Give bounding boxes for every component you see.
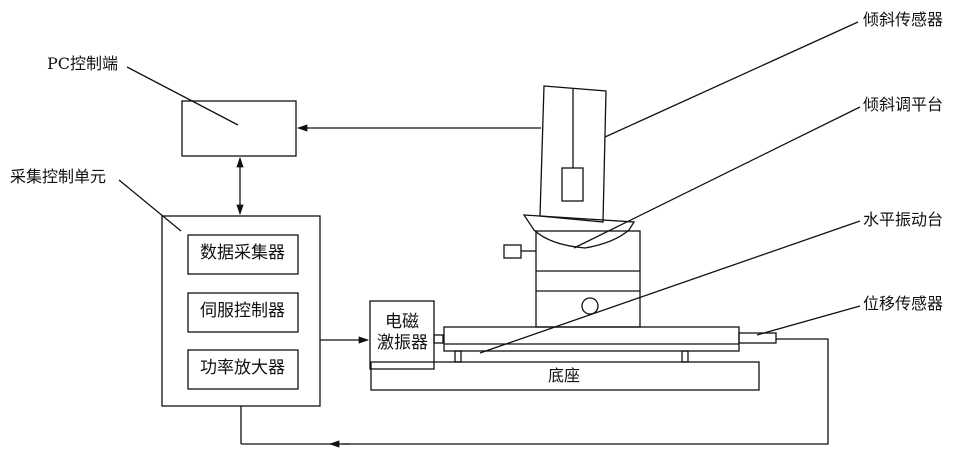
base-block (370, 361, 760, 391)
support-right (681, 350, 689, 363)
feedback-line (342, 338, 829, 445)
tilt-sensor-mass (561, 167, 584, 202)
servo-box (187, 292, 299, 333)
body-knob (581, 297, 599, 315)
tilt-platform-shape (522, 214, 636, 249)
displacement-leader (756, 305, 861, 336)
horizontal-table-leader (479, 220, 861, 354)
side-connector (503, 244, 522, 259)
base-label: 底座 (548, 366, 581, 385)
exciter-label-line2: 激振器 (377, 333, 428, 353)
tilt-platform-leader (573, 106, 861, 249)
exciter-rod (433, 334, 444, 344)
pc-leader (126, 66, 239, 126)
horizontal-table-label: 水平振动台 (863, 210, 944, 229)
data-collector-box (187, 234, 299, 275)
data-collector-label: 数据采集器 (200, 243, 285, 263)
pc-label: PC控制端 (47, 54, 119, 73)
exciter-label-line1: 电磁 (385, 312, 419, 332)
support-left (454, 350, 462, 363)
acq-leader (118, 179, 182, 232)
amplifier-label: 功率放大器 (200, 358, 285, 378)
tilt-sensor-leader (604, 21, 859, 138)
tilt-sensor-box (539, 85, 607, 223)
acq-unit-label: 采集控制单元 (10, 167, 107, 186)
displacement-sensor (738, 332, 777, 344)
displacement-sensor-label: 位移传感器 (863, 294, 944, 313)
pc-box (181, 100, 297, 157)
amplifier-box (187, 349, 299, 390)
servo-label: 伺服控制器 (200, 301, 285, 321)
vibration-table (443, 326, 740, 352)
platform-body (535, 230, 641, 328)
tilt-platform-label: 倾斜调平台 (863, 95, 944, 114)
tilt-sensor-label: 倾斜传感器 (863, 10, 944, 29)
